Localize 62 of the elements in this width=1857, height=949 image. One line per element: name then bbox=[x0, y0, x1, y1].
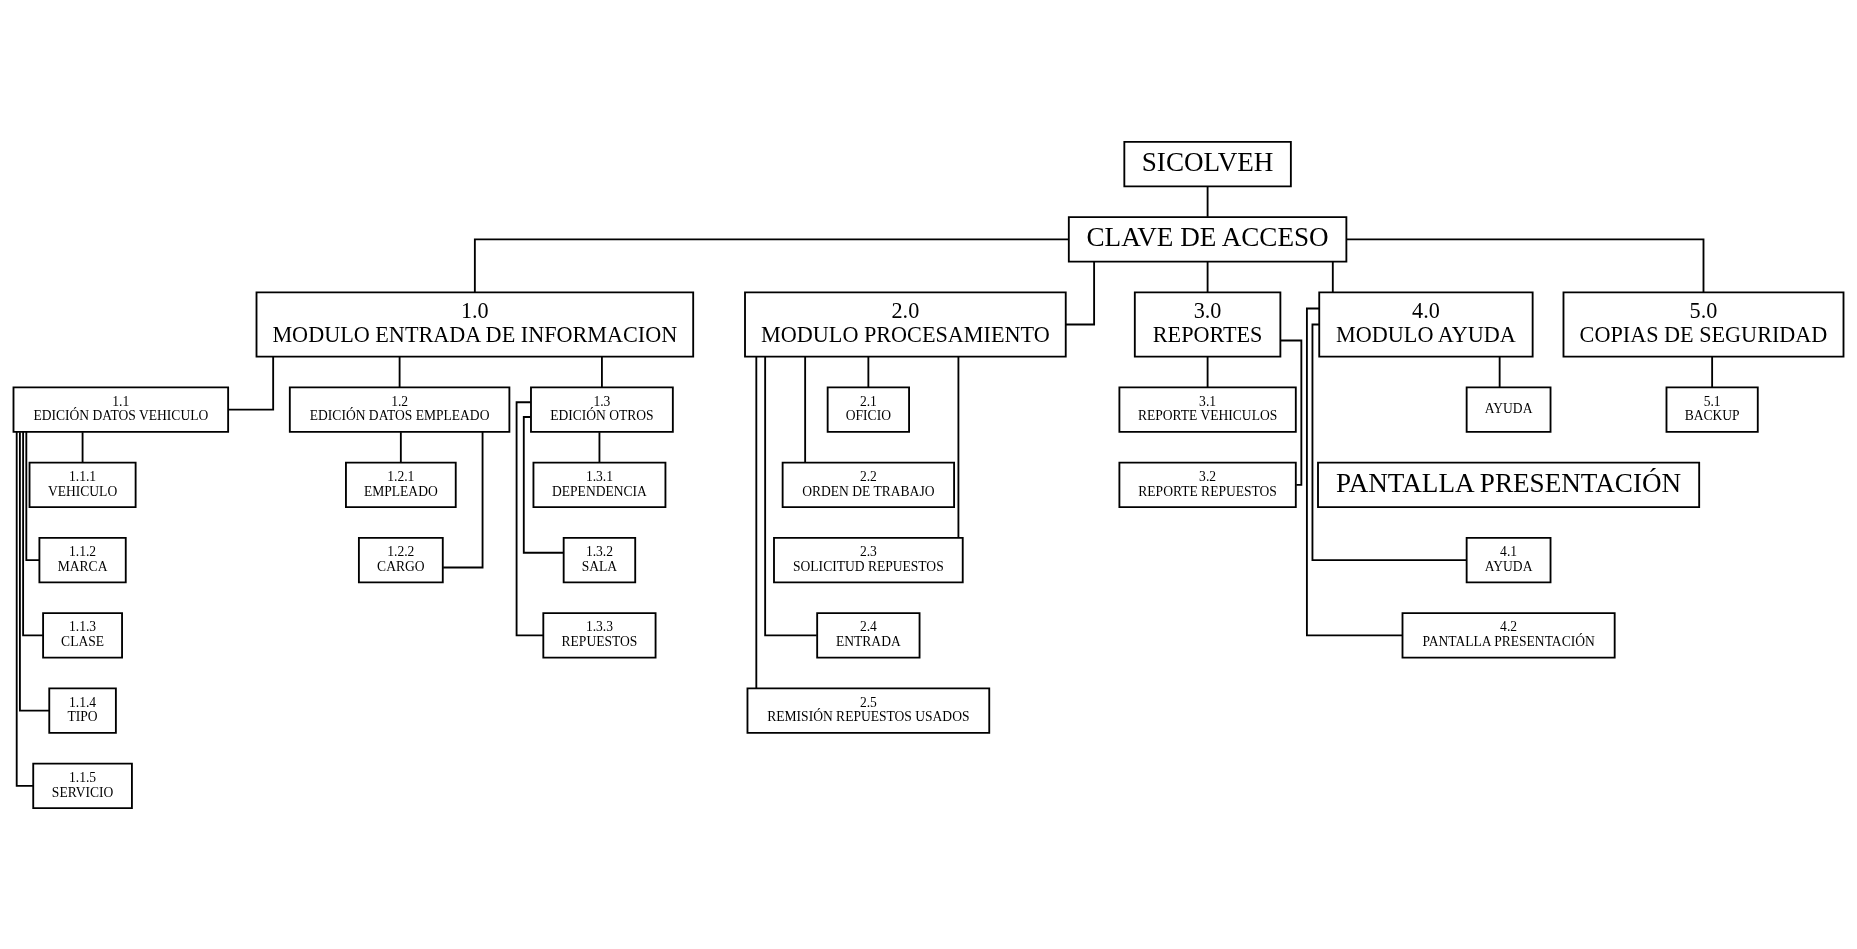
node-box: 5.0 COPIAS DE SEGURIDAD bbox=[1562, 291, 1845, 357]
node-box: 4.2 PANTALLA PRESENTACIÓN bbox=[1401, 611, 1616, 658]
node-box: AYUDA bbox=[1465, 386, 1552, 433]
connector bbox=[1206, 260, 1209, 293]
connector bbox=[522, 415, 565, 554]
node-box: 3.2 REPORTE REPUESTOS bbox=[1118, 461, 1297, 508]
node-box: 2.4 ENTRADA bbox=[816, 611, 921, 658]
node-box: 1.2 EDICIÓN DATOS EMPLEADO bbox=[288, 386, 511, 433]
node-box: 1.1 EDICIÓN DATOS VEHICULO bbox=[12, 386, 230, 433]
connector bbox=[19, 430, 50, 712]
connector bbox=[515, 400, 545, 636]
connector bbox=[399, 430, 402, 463]
node-box: 1.3.2 SALA bbox=[562, 536, 637, 583]
node-box: PANTALLA PRESENTACIÓN bbox=[1317, 461, 1701, 508]
connector bbox=[1279, 339, 1303, 486]
connector bbox=[1305, 307, 1404, 636]
node-box: 1.3.3 REPUESTOS bbox=[542, 611, 657, 658]
node-box: 1.1.4 TIPO bbox=[48, 687, 117, 734]
connector bbox=[25, 430, 41, 561]
node-box: 1.1.1 VEHICULO bbox=[28, 461, 137, 508]
node-box: 5.1 BACKUP bbox=[1665, 386, 1759, 433]
connector bbox=[227, 355, 275, 411]
connector bbox=[867, 355, 870, 388]
node-box: 1.2.2 CARGO bbox=[357, 536, 444, 583]
node-box: 2.3 SOLICITUD REPUESTOS bbox=[773, 536, 964, 583]
connector bbox=[1331, 260, 1334, 293]
connector bbox=[764, 355, 818, 636]
node-box: 2.0 MODULO PROCESAMIENTO bbox=[744, 291, 1067, 357]
node-box: SICOLVEH bbox=[1123, 140, 1292, 187]
connector bbox=[601, 355, 603, 388]
node-box: CLAVE DE ACCESO bbox=[1067, 215, 1348, 262]
connector bbox=[957, 355, 960, 539]
node-box: 1.3 EDICIÓN OTROS bbox=[530, 386, 674, 433]
connector bbox=[15, 430, 34, 787]
connector bbox=[804, 355, 807, 463]
connector bbox=[398, 355, 401, 388]
node-box: 4.0 MODULO AYUDA bbox=[1318, 291, 1534, 357]
connector bbox=[81, 430, 84, 463]
node-box: 1.1.2 MARCA bbox=[38, 536, 127, 583]
connector bbox=[1206, 185, 1209, 218]
node-box: 4.1 AYUDA bbox=[1465, 536, 1552, 583]
connector bbox=[1711, 355, 1714, 388]
node-box: 3.0 REPORTES bbox=[1133, 291, 1282, 357]
connector bbox=[473, 237, 1070, 293]
connector bbox=[1064, 260, 1096, 325]
connector bbox=[1345, 237, 1705, 293]
connector bbox=[1206, 355, 1209, 388]
node-box: 2.1 OFICIO bbox=[826, 386, 910, 433]
node-box: 1.0 MODULO ENTRADA DE INFORMACION bbox=[255, 291, 695, 357]
connector bbox=[598, 430, 601, 463]
connector bbox=[22, 430, 44, 636]
connector bbox=[755, 355, 758, 689]
connector bbox=[1498, 355, 1501, 388]
node-box: 3.1 REPORTE VEHICULOS bbox=[1118, 386, 1297, 433]
node-box: 1.1.3 CLASE bbox=[42, 611, 123, 658]
node-box: 1.3.1 DEPENDENCIA bbox=[532, 461, 667, 508]
node-box: 1.1.5 SERVICIO bbox=[32, 762, 133, 809]
node-box: 2.5 REMISIÓN REPUESTOS USADOS bbox=[746, 687, 991, 734]
node-box: 1.2.1 EMPLEADO bbox=[345, 461, 457, 508]
node-box: 2.2 ORDEN DE TRABAJO bbox=[781, 461, 956, 508]
connector bbox=[442, 430, 484, 568]
connector bbox=[1311, 323, 1468, 561]
